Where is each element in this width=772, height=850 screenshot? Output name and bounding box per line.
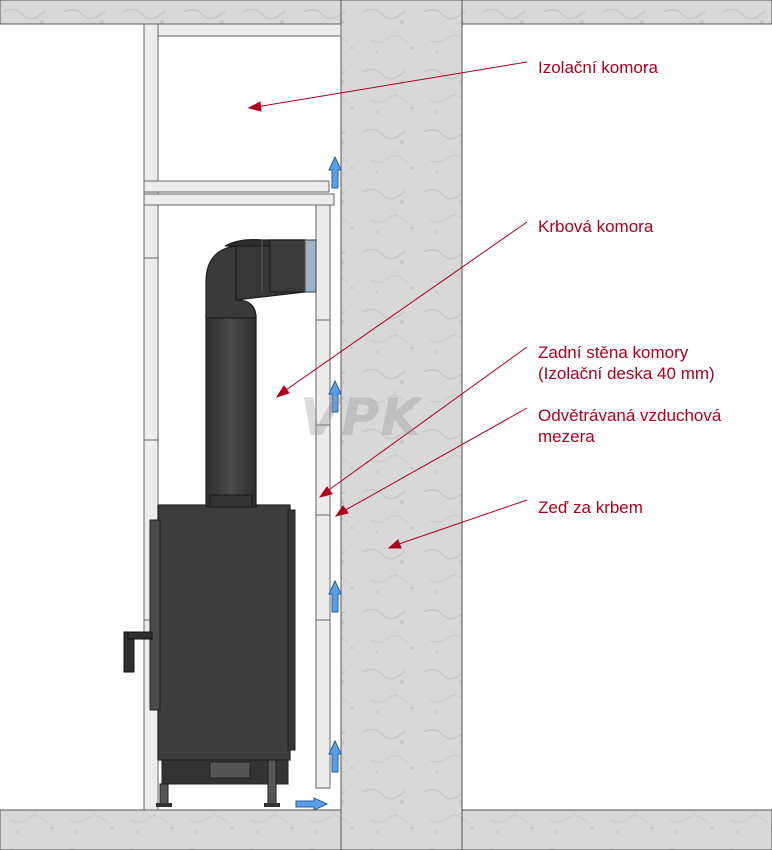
airflow-arrows [295,155,342,811]
leader-lines [247,61,528,549]
airflow-arrow-up-icon [328,155,342,189]
vpk-logo-watermark: VPK [300,388,422,448]
flue-pipe [205,239,317,508]
stove-leg-left [159,783,169,805]
airflow-arrow-up-icon [328,579,342,613]
airflow-arrow-right-icon [295,797,329,811]
label-fireplace-chamber: Krbová komora [538,217,654,236]
top-board [157,23,342,37]
label-insulation-chamber: Izolační komora [538,58,658,77]
stove-leg-right [267,759,277,805]
divider-board-upper [143,180,330,193]
label-wall-behind: Zeď za krbem [538,498,643,517]
stove-door-edge [149,519,161,711]
back-wall-concrete [340,0,463,850]
divider-board-lower [143,193,335,206]
label-back-wall: Zadní stěna komory (Izolační deska 40 mm… [538,343,715,383]
stove [123,504,296,807]
airflow-arrow-up-icon [328,379,342,413]
stove-body [157,504,291,761]
label-air-gap: Odvětrávaná vzduchová mezera [538,406,722,446]
airflow-arrow-up-icon [328,739,342,773]
